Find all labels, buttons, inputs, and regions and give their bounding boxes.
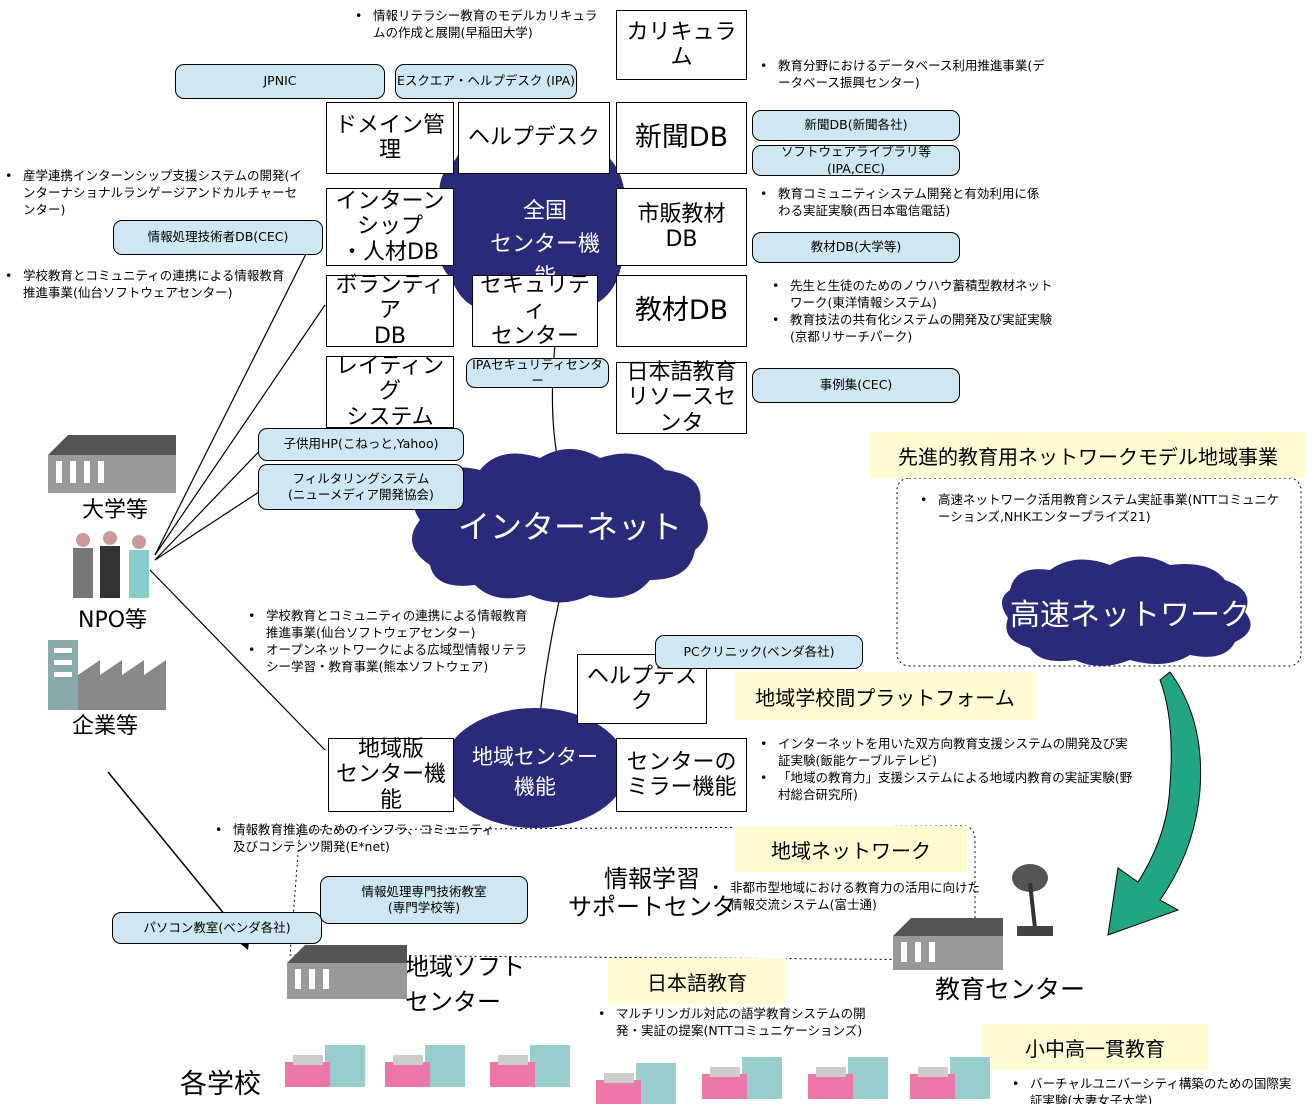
curved-arrow-icon	[1107, 671, 1202, 936]
bullet-item: 高速ネットワーク活用教育システム実証事業(NTTコミュニケーションズ,NHKエン…	[920, 492, 1280, 526]
filtering-pill: フィルタリングシステム (ニューメディア開発協会)	[258, 464, 464, 510]
bullet-item: 情報リテラシー教育のモデルカリキュラムの作成と展開(早稲田大学)	[355, 8, 600, 42]
bullet-item: 教育コミュニティシステム開発と有効利用に係わる実証実験(西日本電信電話)	[760, 186, 1050, 220]
education-center-label: 教育センター	[935, 975, 1086, 1004]
high-speed-cloud	[1001, 556, 1251, 666]
bullet-left-top: 産学連携インターンシップ支援システムの開発(インターナショナルランゲージアンドカ…	[5, 168, 305, 219]
internet-label: インターネット	[457, 508, 682, 546]
mirror-func-box: センターの ミラー機能	[616, 738, 747, 812]
bullet-item: 先生と生徒のためのノウハウ蓄積型教材ネットワーク(東洋情報システム)	[772, 278, 1057, 312]
bullet-infra: 情報教育推進のためのインフラ、コミュニティ及びコンテンツ開発(E*net)	[215, 822, 505, 856]
education-center-building-icon	[893, 918, 1003, 970]
integrated-education-highlight: 小中高一貫教育	[982, 1024, 1208, 1070]
regional-center-ellipse	[443, 708, 627, 828]
bullet-right-knowhow: 先生と生徒のためのノウハウ蓄積型教材ネットワーク(東洋情報システム) 教育技法の…	[772, 278, 1057, 346]
bullet-item: 産学連携インターンシップ支援システムの開発(インターナショナルランゲージアンドカ…	[5, 168, 305, 219]
internship-db-box: インターンシップ ・人材DB	[326, 188, 454, 266]
university-label: 大学等	[82, 498, 149, 523]
npo-label: NPO等	[78, 608, 148, 633]
japanese-resource-box: 日本語教育 リソースセンタ	[616, 360, 747, 436]
school-icon	[285, 1045, 365, 1087]
bullet-item: 教育技法の共有化システムの開発及び実証実験(京都リサーチパーク)	[772, 312, 1057, 346]
factory-icon	[48, 640, 166, 710]
pc-class-pill: パソコン教室(ベンダ各社)	[112, 912, 322, 944]
people-icon	[73, 531, 149, 598]
bullet-left-mid: 学校教育とコミュニティの連携による情報教育推進事業(仙台ソフトウェアセンター)	[5, 268, 285, 302]
school-icon	[910, 1057, 990, 1099]
regional-platform-highlight: 地域学校間プラットフォーム	[735, 672, 1035, 720]
volunteer-db-box: ボランティア DB	[326, 273, 454, 349]
school-icon	[490, 1045, 570, 1087]
bullet-item: バーチャルユニバーシティ構築のための国際実証実験(大妻女子大学)	[1012, 1076, 1302, 1104]
internet-cloud	[412, 449, 708, 603]
bullet-item: オープンネットワークによる広域型情報リテラシー学習・教育事業(熊本ソフトウェア)	[248, 642, 538, 676]
it-school-pill: 情報処理専門技術教室 (専門学校等)	[320, 876, 528, 924]
japanese-education-highlight: 日本語教育	[608, 958, 786, 1004]
bullet-item: 非都市型地域における教育力の活用に向けた情報交流システム(富士通)	[712, 880, 987, 914]
esquare-pill: Eスクエア・ヘルプデスク (IPA)	[395, 64, 577, 99]
building-icon	[48, 435, 176, 493]
high-speed-network-label: 高速ネットワーク	[1010, 598, 1250, 633]
commercial-db-box: 市販教材 DB	[616, 188, 747, 266]
bullet-item: 「地域の教育力」支援システムによる地域内教育の実証実験(野村総合研究所)	[760, 770, 1140, 804]
bullet-high-speed: 高速ネットワーク活用教育システム実証事業(NTTコミュニケーションズ,NHKエン…	[920, 492, 1280, 526]
bullet-right-community: 教育コミュニティシステム開発と有効利用に係わる実証実験(西日本電信電話)	[760, 186, 1050, 220]
bullet-right-db: 教育分野におけるデータベース利用推進事業(データベース振興センター)	[760, 58, 1050, 92]
ipa-security-pill: IPAセキュリティセンター	[466, 357, 609, 388]
regional-software-center-label: 地域ソフト センター	[405, 953, 525, 1016]
newspaper-db-box: 新聞DB	[616, 102, 747, 174]
regional-network-highlight: 地域ネットワーク	[735, 826, 967, 872]
kids-hp-pill: 子供用HP(こねっと,Yahoo)	[258, 428, 464, 461]
high-speed-frame	[896, 477, 1302, 667]
antenna-icon	[1012, 864, 1053, 936]
bullet-item: マルチリンガル対応の語学教育システムの開発・実証の提案(NTTコミュニケーション…	[598, 1006, 888, 1040]
bullet-regional-net: 非都市型地域における教育力の活用に向けた情報交流システム(富士通)	[712, 880, 987, 914]
bullet-item: 教育分野におけるデータベース利用推進事業(データベース振興センター)	[760, 58, 1050, 92]
regional-center-func-box: 地域版 センター機能	[328, 737, 454, 813]
bullet-item: 学校教育とコミュニティの連携による情報教育推進事業(仙台ソフトウェアセンター)	[5, 268, 285, 302]
software-library-pill: ソフトウェアライブラリ等(IPA,CEC)	[752, 144, 960, 176]
materials-db-pill: 教材DB(大学等)	[752, 232, 960, 263]
bullet-item: 情報教育推進のためのインフラ、コミュニティ及びコンテンツ開発(E*net)	[215, 822, 505, 856]
company-label: 企業等	[72, 714, 139, 739]
rating-system-box: レイティング システム	[326, 354, 454, 430]
support-center-label: 情報学習 サポートセンタ	[568, 865, 736, 921]
bullet-platform: インターネットを用いた双方向教育支援システムの開発及び実証実験(飯能ケーブルテレ…	[760, 736, 1140, 804]
regional-software-center-building-icon	[287, 945, 407, 999]
regional-center-label: 地域センター 機能	[472, 745, 598, 800]
pc-clinic-pill: PCクリニック(ベンダ各社)	[655, 635, 863, 669]
school-icon	[596, 1063, 676, 1104]
newspaper-companies-pill: 新聞DB(新聞各社)	[752, 110, 960, 141]
case-studies-pill: 事例集(CEC)	[752, 368, 960, 403]
school-icon	[702, 1057, 782, 1099]
curriculum-box: カリキュラム	[616, 10, 747, 80]
security-center-box: セキュリティ センター	[472, 273, 598, 349]
advanced-network-highlight: 先進的教育用ネットワークモデル地域事業	[870, 432, 1306, 478]
school-icon	[808, 1057, 888, 1099]
bullet-mid-left: 学校教育とコミュニティの連携による情報教育推進事業(仙台ソフトウェアセンター) …	[248, 608, 538, 676]
bullet-item: 学校教育とコミュニティの連携による情報教育推進事業(仙台ソフトウェアセンター)	[248, 608, 538, 642]
connector-lines	[149, 229, 565, 751]
teaching-db-box: 教材DB	[616, 275, 747, 347]
bullet-japanese: マルチリンガル対応の語学教育システムの開発・実証の提案(NTTコミュニケーション…	[598, 1006, 888, 1040]
bullet-top-center: 情報リテラシー教育のモデルカリキュラムの作成と展開(早稲田大学)	[355, 8, 600, 42]
national-center-blob	[436, 129, 635, 321]
domain-mgmt-box: ドメイン管理	[326, 102, 454, 174]
jpnic-pill: JPNIC	[175, 64, 385, 99]
bullet-item: インターネットを用いた双方向教育支援システムの開発及び実証実験(飯能ケーブルテレ…	[760, 736, 1140, 770]
bullet-virtual-univ: バーチャルユニバーシティ構築のための国際実証実験(大妻女子大学)	[1012, 1076, 1302, 1104]
helpdesk-box: ヘルプデスク	[458, 102, 610, 174]
schools-label: 各学校	[180, 1069, 261, 1100]
school-icon	[385, 1045, 465, 1087]
it-engineer-db-pill: 情報処理技術者DB(CEC)	[113, 220, 323, 255]
